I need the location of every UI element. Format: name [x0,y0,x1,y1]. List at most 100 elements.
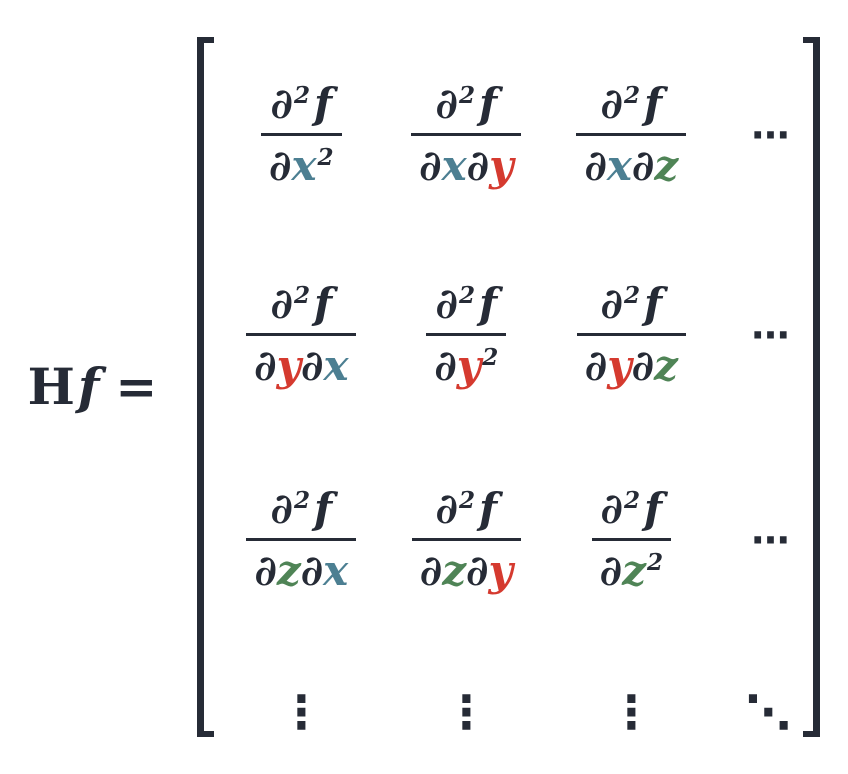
partial-symbol: ∂ [254,340,277,390]
cell-d2f-dz2: ∂2f ∂z2 [591,487,672,595]
cdots-symbol: ⋯ [751,312,790,357]
cell-d2f-dy2: ∂2f ∂y2 [426,282,507,390]
exponent: 2 [646,549,664,577]
denominator: ∂y∂z [576,332,686,390]
f-symbol: f [644,278,663,328]
denominator: ∂y2 [426,332,507,390]
partial-symbol: ∂ [600,483,623,533]
partial-symbol: ∂ [419,140,442,190]
denominator: ∂x2 [261,132,342,190]
partial-symbol: ∂ [600,78,623,128]
matrix-grid: ∂2f ∂x2 ∂2f ∂x∂y ∂2f ∂x∂z ⋯ ∂2 [214,37,803,737]
exponent: 2 [317,144,334,172]
cell-d2f-dzdx: ∂2f ∂z∂x [246,487,357,595]
partial-symbol: ∂ [269,140,292,190]
var-z: z [622,545,646,595]
fraction: ∂2f ∂z∂x [246,487,357,595]
partial-symbol: ∂ [419,545,443,595]
exponent: 2 [293,82,311,110]
numerator: ∂2f [577,282,686,333]
f-symbol: f [314,78,333,128]
var-z: z [654,140,679,190]
fraction: ∂2f ∂y2 [426,282,507,390]
partial-symbol: ∂ [270,278,293,328]
partial-symbol: ∂ [435,78,458,128]
var-x: x [291,140,317,190]
partial-symbol: ∂ [270,78,293,128]
var-y: y [489,140,514,190]
vdots-symbol: ⋮ [443,685,490,739]
cell-d2f-dzdy: ∂2f ∂z∂y [411,487,521,595]
partial-symbol: ∂ [466,140,490,190]
numerator: ∂2f [576,82,686,133]
hessian-matrix: ∂2f ∂x2 ∂2f ∂x∂y ∂2f ∂x∂z ⋯ ∂2 [197,37,821,737]
numerator: ∂2f [261,82,342,133]
right-bracket [803,37,821,737]
partial-symbol: ∂ [434,340,457,390]
hessian-symbol: H [27,357,75,416]
denominator: ∂z∂x [246,537,357,595]
equals-sign: = [115,357,158,416]
left-bracket [197,37,215,737]
partial-symbol: ∂ [599,545,623,595]
partial-symbol: ∂ [631,340,655,390]
exponent: 2 [293,487,311,515]
denominator: ∂z2 [591,537,672,595]
exponent: 2 [293,282,311,310]
fraction: ∂2f ∂y∂x [246,282,357,390]
exponent: 2 [623,487,641,515]
partial-symbol: ∂ [300,545,324,595]
var-z: z [442,545,467,595]
cell-d2f-dxdz: ∂2f ∂x∂z [576,82,687,190]
denominator: ∂x∂y [411,132,522,190]
partial-symbol: ∂ [600,278,623,328]
exponent: 2 [458,487,476,515]
exponent: 2 [458,282,476,310]
exponent: 2 [458,82,476,110]
partial-symbol: ∂ [435,278,458,328]
fraction: ∂2f ∂x2 [261,82,342,190]
vdots-symbol: ⋮ [608,685,655,739]
fraction: ∂2f ∂y∂z [576,282,686,390]
denominator: ∂x∂z [576,132,687,190]
fraction: ∂2f ∂x∂y [411,82,522,190]
var-x: x [441,140,467,190]
var-z: z [654,340,678,390]
denominator: ∂y∂x [246,332,357,390]
numerator: ∂2f [246,487,356,538]
partial-symbol: ∂ [270,483,293,533]
var-x: x [323,545,349,595]
var-y: y [276,340,301,390]
exponent: 2 [623,282,641,310]
var-y: y [488,545,513,595]
fraction: ∂2f ∂z∂y [411,487,521,595]
fraction: ∂2f ∂x∂z [576,82,687,190]
cell-d2f-dx2: ∂2f ∂x2 [261,82,342,190]
exponent: 2 [623,82,641,110]
f-symbol: f [644,78,663,128]
f-symbol: f [314,278,333,328]
partial-symbol: ∂ [301,340,324,390]
partial-symbol: ∂ [631,140,655,190]
numerator: ∂2f [592,487,671,538]
cell-d2f-dydz: ∂2f ∂y∂z [576,282,686,390]
cdots-symbol: ⋯ [751,517,790,562]
cell-d2f-dydx: ∂2f ∂y∂x [246,282,357,390]
equation-lhs: Hf= [28,362,158,412]
partial-symbol: ∂ [254,545,277,595]
var-z: z [276,545,301,595]
var-y: y [456,340,482,390]
partial-symbol: ∂ [435,483,458,533]
var-y: y [607,340,632,390]
numerator: ∂2f [411,82,521,133]
function-symbol: f [77,357,100,416]
partial-symbol: ∂ [466,545,489,595]
ddots-symbol: ⋱ [745,685,792,739]
partial-symbol: ∂ [584,340,608,390]
vdots-symbol: ⋮ [278,685,325,739]
cell-d2f-dxdy: ∂2f ∂x∂y [411,82,522,190]
exponent: 2 [482,344,499,372]
f-symbol: f [314,483,333,533]
numerator: ∂2f [412,487,521,538]
